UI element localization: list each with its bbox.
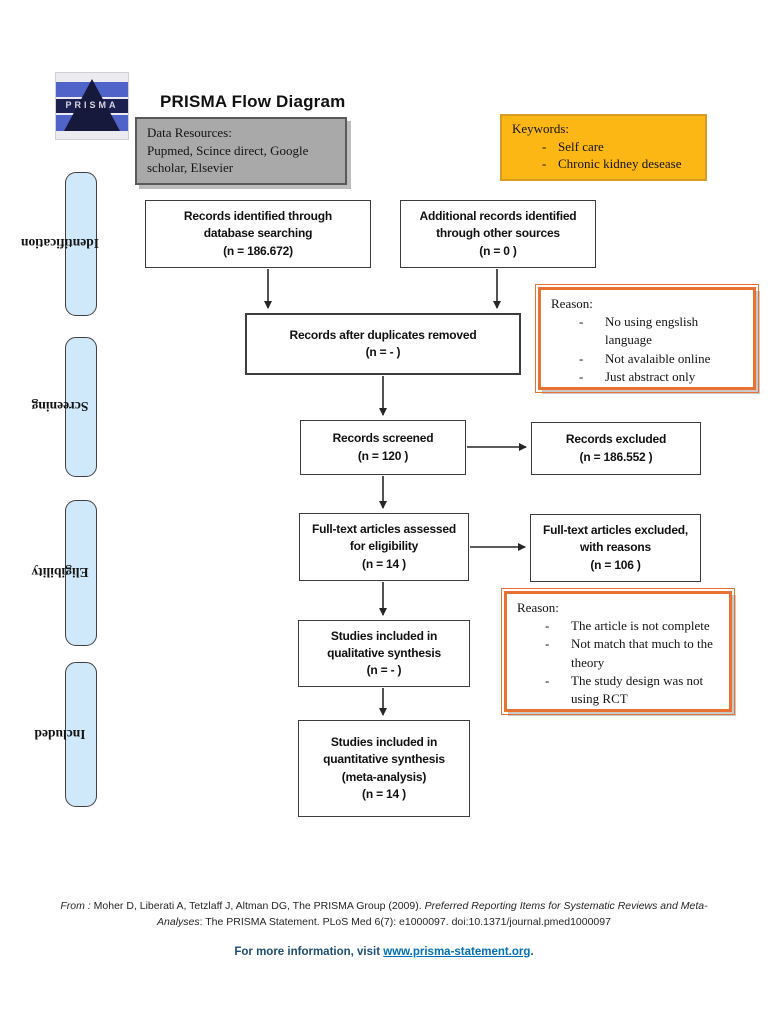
- logo-text: PRISMA: [65, 100, 119, 110]
- flow-box-duplicates-removed: Records after duplicates removed (n = - …: [245, 313, 521, 375]
- reason-text: The article is not complete: [571, 618, 710, 634]
- phase-pill-eligibility: [65, 500, 97, 646]
- reason-item: - Just abstract only: [551, 368, 743, 386]
- bullet-dash: -: [545, 636, 550, 652]
- page-title: PRISMA Flow Diagram: [160, 92, 346, 111]
- prisma-statement-link[interactable]: www.prisma-statement.org: [383, 946, 531, 958]
- reason-item: - The study design was not using RCT: [517, 672, 719, 708]
- keywords-title: Keywords:: [512, 121, 570, 136]
- flow-box-records-screened: Records screened (n = 120 ): [300, 420, 466, 475]
- bullet-dash: -: [579, 368, 584, 384]
- reason-item: - No using engslish language: [551, 313, 743, 349]
- reason-item: - Not match that much to the theory: [517, 635, 719, 671]
- flow-box-records-excluded: Records excluded (n = 186.552 ): [531, 422, 701, 475]
- keywords-box: Keywords: - Self care - Chronic kidney d…: [500, 114, 707, 181]
- flow-box-records-other-sources: Additional records identified through ot…: [400, 200, 596, 268]
- keyword-item: - Self care: [512, 138, 695, 156]
- reason-item: - The article is not complete: [517, 617, 719, 635]
- data-resources-box: Data Resources: Pupmed, Scince direct, G…: [135, 117, 347, 185]
- bullet-dash: -: [545, 672, 550, 688]
- citation: From : Moher D, Liberati A, Tetzlaff J, …: [54, 898, 714, 931]
- phase-pill-included: [65, 662, 97, 807]
- reason-text: The study design was not using RCT: [571, 672, 704, 706]
- keyword-text: Self care: [558, 138, 604, 154]
- logo-pyramid-icon: [64, 79, 120, 131]
- prisma-logo: PRISMA: [55, 72, 129, 140]
- phase-label-eligibility: Eligibility: [31, 565, 89, 580]
- flow-box-quantitative-synthesis: Studies included in quantitative synthes…: [298, 720, 470, 817]
- reason-title: Reason:: [517, 600, 559, 615]
- bullet-dash: -: [579, 314, 584, 330]
- keyword-text: Chronic kidney desease: [558, 156, 682, 172]
- phase-label-identification: Identification: [21, 236, 100, 251]
- flow-box-qualitative-synthesis: Studies included in qualitative synthesi…: [298, 620, 470, 687]
- citation-seg2: Preferred Reporting Items for Systematic…: [157, 900, 708, 929]
- phase-label-screening: Screening: [31, 399, 89, 414]
- reason-text: Not avalaible online: [605, 350, 711, 366]
- citation-from-label: From :: [60, 900, 91, 912]
- reason-title: Reason:: [551, 296, 593, 311]
- bullet-dash: -: [545, 618, 550, 634]
- reason-text: No using engslish language: [605, 314, 699, 348]
- info-suffix: .: [530, 946, 534, 958]
- flow-box-records-database: Records identified through database sear…: [145, 200, 371, 268]
- keyword-item: - Chronic kidney desease: [512, 155, 695, 173]
- bullet-dash: -: [542, 156, 547, 172]
- flow-box-fulltext-assessed: Full-text articles assessed for eligibil…: [299, 513, 469, 581]
- citation-seg1: Moher D, Liberati A, Tetzlaff J, Altman …: [90, 900, 425, 912]
- reason-text: Not match that much to the theory: [571, 636, 713, 670]
- phase-label-included: Included: [34, 727, 86, 742]
- flow-box-fulltext-excluded: Full-text articles excluded, with reason…: [530, 514, 701, 582]
- reason-box-eligibility: Reason: - The article is not complete - …: [501, 588, 735, 715]
- bullet-dash: -: [579, 350, 584, 366]
- reason-text: Just abstract only: [605, 368, 696, 384]
- phase-pill-identification: [65, 172, 97, 316]
- citation-seg3: : The PRISMA Statement. PLoS Med 6(7): e…: [199, 916, 611, 929]
- more-info-line: For more information, visit www.prisma-s…: [0, 946, 768, 958]
- reason-box-screening: Reason: - No using engslish language - N…: [535, 284, 759, 393]
- info-prefix: For more information, visit: [234, 946, 384, 958]
- phase-pill-screening: [65, 337, 97, 477]
- bullet-dash: -: [542, 138, 547, 154]
- reason-item: - Not avalaible online: [551, 350, 743, 368]
